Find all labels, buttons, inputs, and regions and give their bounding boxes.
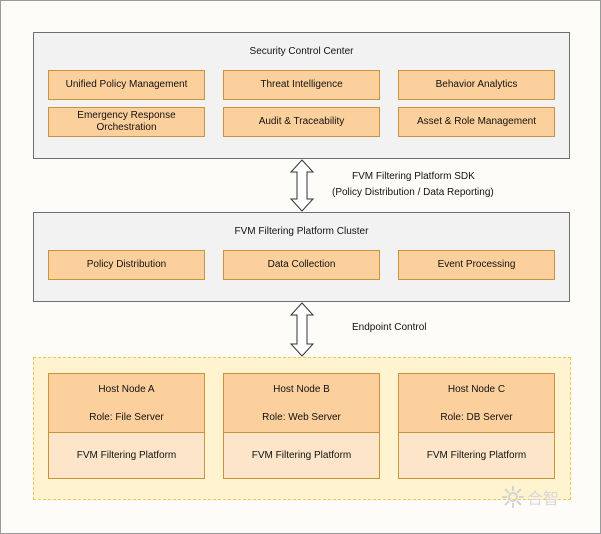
security-control-center-title: Security Control Center [249, 46, 354, 57]
module-unified-policy-management: Unified Policy Management [48, 70, 205, 100]
host-node-a-header: Host Node A Role: File Server [49, 374, 204, 433]
watermark: 合智 [501, 485, 559, 509]
security-control-center-panel: Security Control Center Unified Policy M… [33, 32, 570, 159]
host-node-a: Host Node A Role: File Server FVM Filter… [48, 373, 205, 479]
host-role: Role: DB Server [440, 412, 513, 423]
host-node-b-header: Host Node B Role: Web Server [224, 374, 379, 433]
host-name: Host Node C [447, 384, 506, 395]
host-name: Host Node A [98, 384, 155, 395]
host-name: Host Node B [273, 384, 330, 395]
module-emergency-response-orchestration: Emergency Response Orchestration [48, 107, 205, 137]
host-node-c-header: Host Node C Role: DB Server [399, 374, 554, 433]
host-node-b: Host Node B Role: Web Server FVM Filteri… [223, 373, 380, 479]
host-nodes-zone: Host Node A Role: File Server FVM Filter… [33, 357, 571, 500]
host-platform: FVM Filtering Platform [224, 433, 379, 478]
module-event-processing: Event Processing [398, 250, 555, 280]
host-role: Role: File Server [89, 412, 164, 423]
host-platform: FVM Filtering Platform [49, 433, 204, 478]
sdk-label-line1: FVM Filtering Platform SDK [352, 171, 475, 182]
module-behavior-analytics: Behavior Analytics [398, 70, 555, 100]
host-node-c: Host Node C Role: DB Server FVM Filterin… [398, 373, 555, 479]
fvm-cluster-title: FVM Filtering Platform Cluster [234, 226, 369, 237]
endpoint-control-label: Endpoint Control [352, 322, 427, 333]
module-data-collection: Data Collection [223, 250, 380, 280]
host-role: Role: Web Server [262, 412, 341, 423]
watermark-text: 合智 [527, 491, 560, 508]
host-platform: FVM Filtering Platform [399, 433, 554, 478]
fvm-cluster-panel: FVM Filtering Platform Cluster Policy Di… [33, 212, 570, 302]
module-policy-distribution: Policy Distribution [48, 250, 205, 280]
sdk-label-line2: (Policy Distribution / Data Reporting) [332, 187, 494, 198]
module-threat-intelligence: Threat Intelligence [223, 70, 380, 100]
module-asset-role-management: Asset & Role Management [398, 107, 555, 137]
watermark-logo-icon [502, 486, 524, 508]
endpoint-double-arrow [289, 302, 315, 357]
module-audit-traceability: Audit & Traceability [223, 107, 380, 137]
sdk-double-arrow [289, 159, 315, 212]
